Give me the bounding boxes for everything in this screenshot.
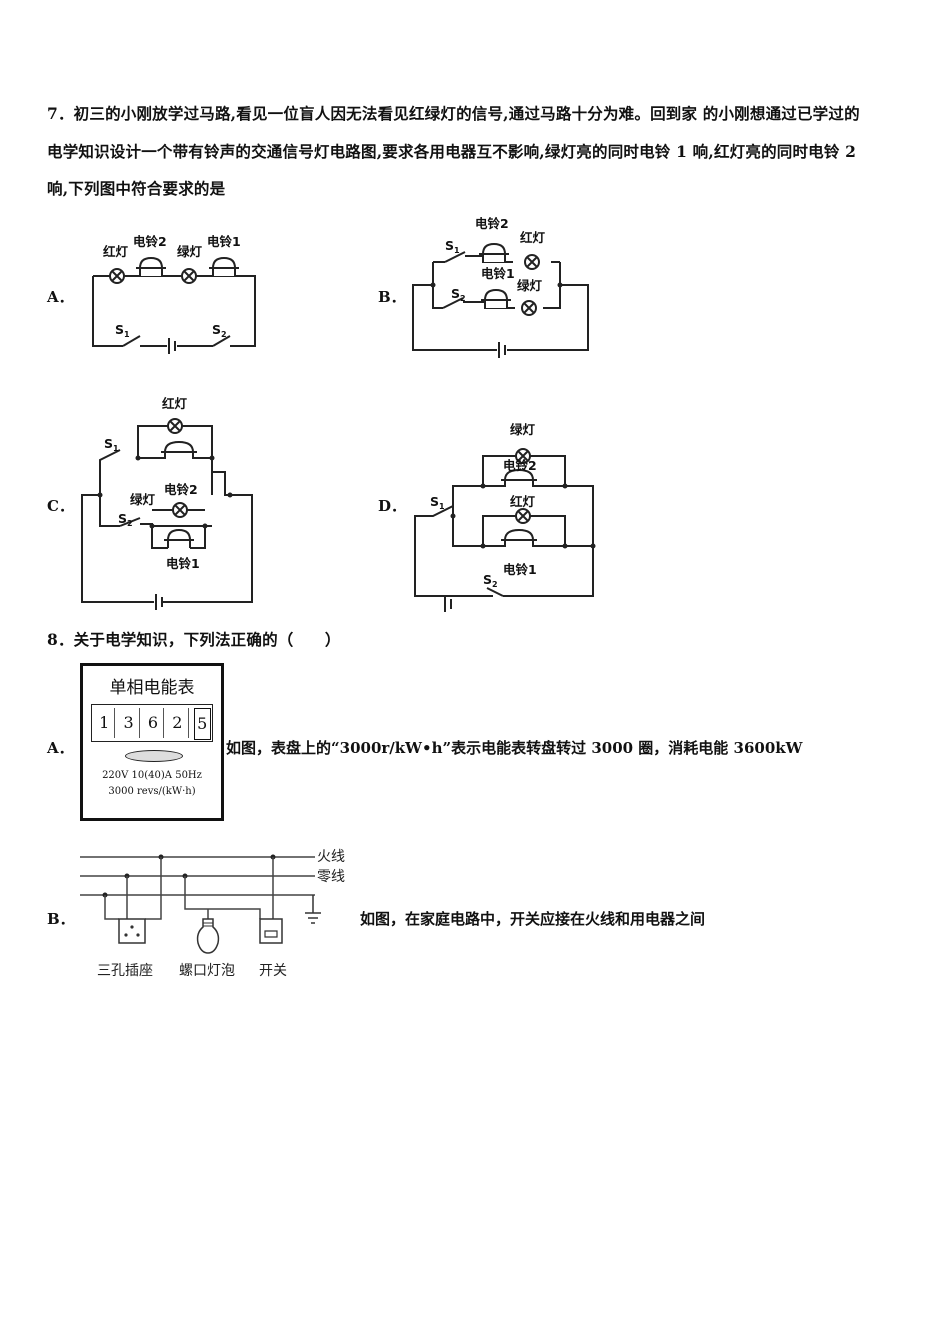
switch-s2-icon bbox=[119, 517, 141, 527]
switch-s1-icon bbox=[122, 335, 141, 347]
label-bell2: 电铃2 bbox=[503, 458, 537, 473]
label-socket: 三孔插座 bbox=[97, 963, 153, 979]
switch-icon bbox=[259, 918, 283, 944]
label-green-lamp: 绿灯 bbox=[510, 422, 536, 437]
q8-option-a-text: 如图，表盘上的“3000r/kW•h”表示电能表转盘转过 3000 圈，消耗电能… bbox=[226, 739, 803, 757]
label-red-lamp: 红灯 bbox=[510, 494, 536, 509]
label-neutral-wire: 零线 bbox=[317, 869, 345, 885]
bell-icon bbox=[209, 256, 239, 276]
q8-option-b-text: 如图，在家庭电路中，开关应接在火线和用电器之间 bbox=[360, 910, 706, 928]
meter-title: 单相电能表 bbox=[109, 678, 195, 698]
meter-digit-decimal: 5 bbox=[193, 708, 212, 740]
meter-digit-display: 1 3 6 2 5 bbox=[91, 704, 213, 742]
label-green-lamp: 绿灯 bbox=[517, 278, 543, 293]
q7-stem-line-2: 电学知识设计一个带有铃声的交通信号灯电路图,要求各用电器互不影响,绿灯亮的同时电… bbox=[47, 142, 857, 161]
green-lamp-icon bbox=[521, 300, 537, 316]
label-bell1: 电铃1 bbox=[166, 556, 200, 571]
q7-stem-line-3: 响,下列图中符合要求的是 bbox=[47, 179, 226, 198]
label-bell2: 电铃2 bbox=[164, 482, 198, 497]
three-pin-socket-icon bbox=[118, 918, 146, 944]
q8-option-a-label[interactable]: A． bbox=[47, 739, 74, 757]
meter-digit: 3 bbox=[118, 708, 140, 738]
label-red-lamp: 红灯 bbox=[520, 230, 546, 245]
label-red-lamp: 红灯 bbox=[162, 396, 188, 411]
red-lamp-icon bbox=[109, 268, 125, 284]
label-bulb: 螺口灯泡 bbox=[179, 963, 235, 979]
green-lamp-icon bbox=[515, 448, 531, 464]
bell-icon bbox=[481, 288, 511, 308]
label-bell1: 电铃1 bbox=[503, 562, 537, 577]
switch-s1-icon bbox=[444, 251, 466, 263]
q7-option-d-label[interactable]: D． bbox=[378, 497, 407, 515]
label-s: S1 bbox=[445, 238, 460, 255]
label-bell1: 电铃1 bbox=[481, 266, 515, 281]
bell-icon bbox=[164, 528, 194, 548]
circuit-diagram-a: 红灯 电铃2 绿灯 电铃1 S1 S2 bbox=[92, 234, 256, 354]
q7-option-a-label[interactable]: A． bbox=[47, 288, 74, 306]
switch-s2-icon bbox=[475, 587, 504, 597]
circuit-diagram-d: 绿灯 电铃2 S1 红灯 电铃1 S2 bbox=[414, 422, 596, 612]
label-s: S2 bbox=[118, 511, 133, 528]
red-lamp-icon bbox=[524, 254, 540, 270]
circuit-diagram-b: S1 电铃2 红灯 电铃1 绿灯 S2 bbox=[412, 216, 589, 358]
label-live-wire: 火线 bbox=[317, 849, 345, 865]
q7-option-b-label[interactable]: B． bbox=[378, 288, 406, 306]
label-green-lamp: 绿灯 bbox=[177, 244, 203, 259]
meter-digit: 2 bbox=[167, 708, 189, 738]
label-s: S1 bbox=[104, 436, 119, 453]
q8-stem: 8．关于电学知识，下列法正确的（ ） bbox=[47, 630, 341, 649]
circuit-diagram-c: 红灯 S1 绿灯 电铃2 S2 电铃1 bbox=[81, 396, 253, 610]
meter-spec-rating: 220V 10(40)A 50Hz bbox=[102, 770, 202, 781]
switch-s2-icon bbox=[442, 297, 464, 309]
label-s: S1 bbox=[430, 494, 445, 511]
meter-spec-revs: 3000 revs/(kW·h) bbox=[108, 786, 196, 797]
label-bell2: 电铃2 bbox=[133, 234, 167, 249]
battery-icon bbox=[444, 596, 452, 612]
green-lamp-icon bbox=[172, 502, 188, 518]
label-bell1: 电铃1 bbox=[207, 234, 241, 249]
green-lamp-icon bbox=[181, 268, 197, 284]
switch-s2-icon bbox=[212, 335, 231, 347]
label-bell2: 电铃2 bbox=[475, 216, 509, 231]
bell-icon bbox=[136, 256, 166, 276]
label-green-lamp: 绿灯 bbox=[130, 492, 156, 507]
battery-icon bbox=[155, 594, 163, 610]
q8-option-b-label[interactable]: B． bbox=[47, 910, 75, 928]
label-switch: 开关 bbox=[259, 963, 287, 979]
label-s: S1 bbox=[115, 322, 130, 339]
meter-digit: 1 bbox=[94, 708, 116, 738]
red-lamp-icon bbox=[515, 508, 531, 524]
q7-stem-line-1: 7．初三的小刚放学过马路,看见一位盲人因无法看见红绿灯的信号,通过马路十分为难。… bbox=[47, 104, 860, 123]
energy-meter-image: 单相电能表 1 3 6 2 5 220V 10(40)A 50Hz 3000 r… bbox=[80, 663, 224, 821]
q7-option-c-label[interactable]: C． bbox=[47, 497, 74, 515]
household-circuit-diagram: 火线 零线 三孔插座 螺口灯泡 开关 bbox=[80, 849, 345, 979]
meter-digit: 6 bbox=[143, 708, 165, 738]
meter-disk-icon bbox=[125, 750, 183, 762]
battery-icon bbox=[498, 342, 506, 358]
label-s: S2 bbox=[451, 286, 466, 303]
bell-icon bbox=[479, 242, 509, 262]
screw-bulb-icon bbox=[196, 918, 220, 954]
ground-icon bbox=[305, 895, 321, 924]
label-s: S2 bbox=[483, 572, 498, 589]
label-red-lamp: 红灯 bbox=[103, 244, 129, 259]
battery-icon bbox=[168, 338, 176, 354]
label-s: S2 bbox=[212, 322, 227, 339]
red-lamp-icon bbox=[167, 418, 183, 434]
